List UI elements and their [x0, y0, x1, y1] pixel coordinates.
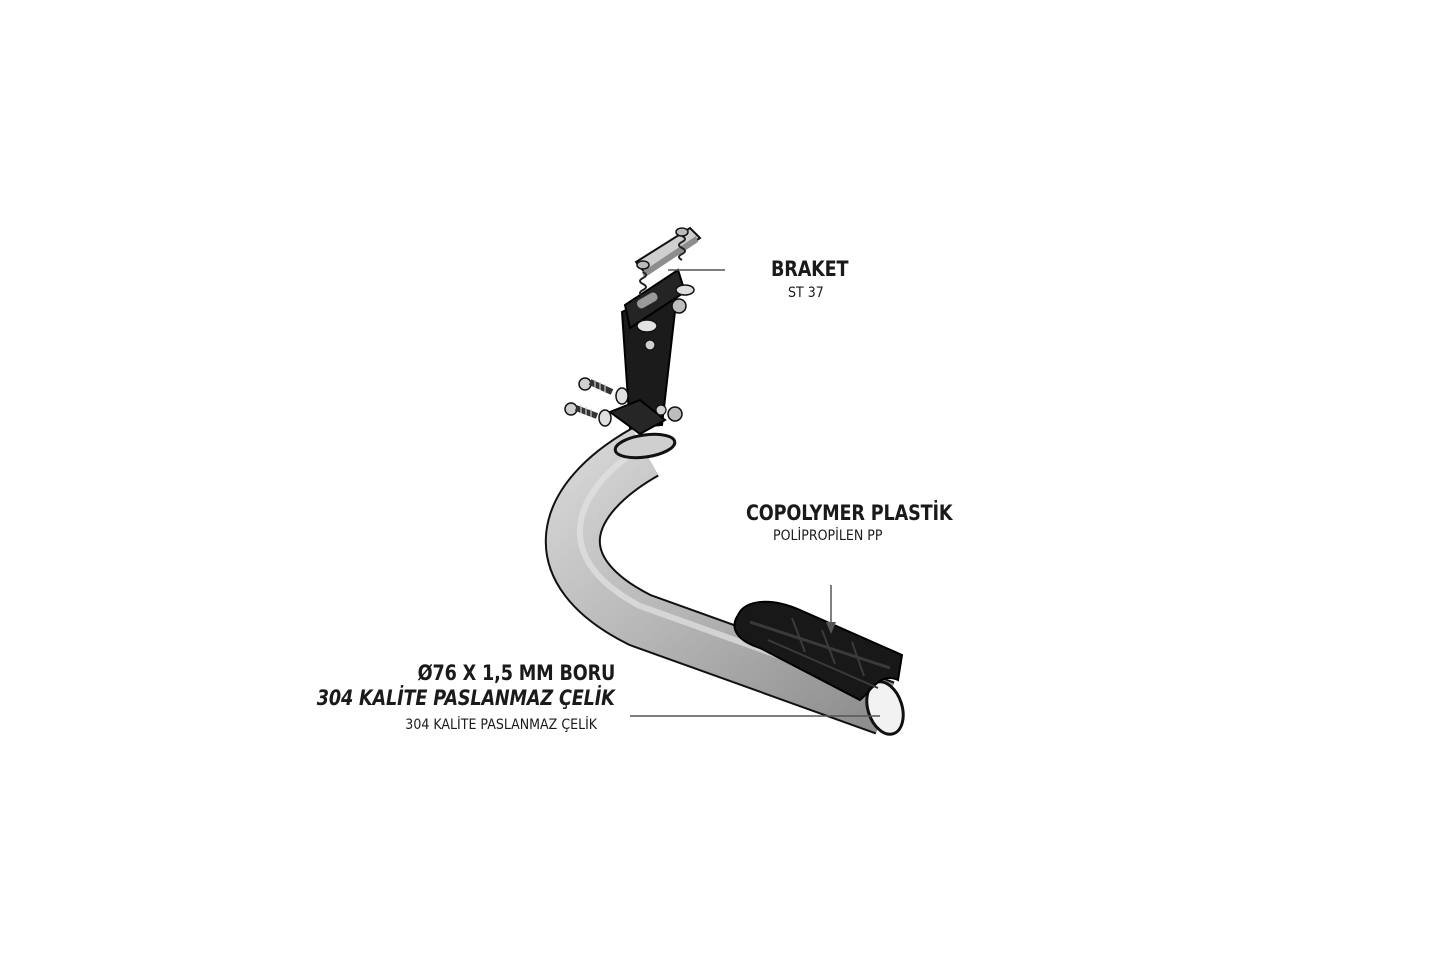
- copolymer-label: COPOLYMER PLASTİK: [746, 501, 953, 525]
- pipe-material: 304 KALİTE PASLANMAZ ÇELİK: [405, 717, 597, 733]
- pipe-material-italic: 304 KALİTE PASLANMAZ ÇELİK: [317, 686, 615, 710]
- bracket: [564, 226, 702, 436]
- spring-right: [678, 235, 686, 261]
- plastic-grip: [733, 600, 904, 702]
- nut: [667, 406, 683, 422]
- spring-left: [639, 271, 647, 297]
- braket-label: BRAKET: [771, 257, 849, 281]
- pipe-label: Ø76 X 1,5 MM BORU: [417, 661, 615, 685]
- washer: [636, 319, 658, 333]
- pipe-top-opening: [613, 432, 677, 460]
- nut: [671, 298, 687, 314]
- bolt-lower: [564, 402, 612, 427]
- pipe-highlight: [577, 445, 882, 695]
- copolymer-material: POLİPROPİLEN PP: [773, 528, 883, 544]
- braket-material: ST 37: [788, 285, 824, 301]
- pipe-body: [546, 429, 894, 733]
- pipe: [544, 427, 905, 736]
- copolymer-arrowhead: [826, 622, 836, 634]
- bracket-slot: [636, 292, 658, 309]
- bolt-upper: [578, 377, 629, 405]
- washer: [675, 284, 695, 296]
